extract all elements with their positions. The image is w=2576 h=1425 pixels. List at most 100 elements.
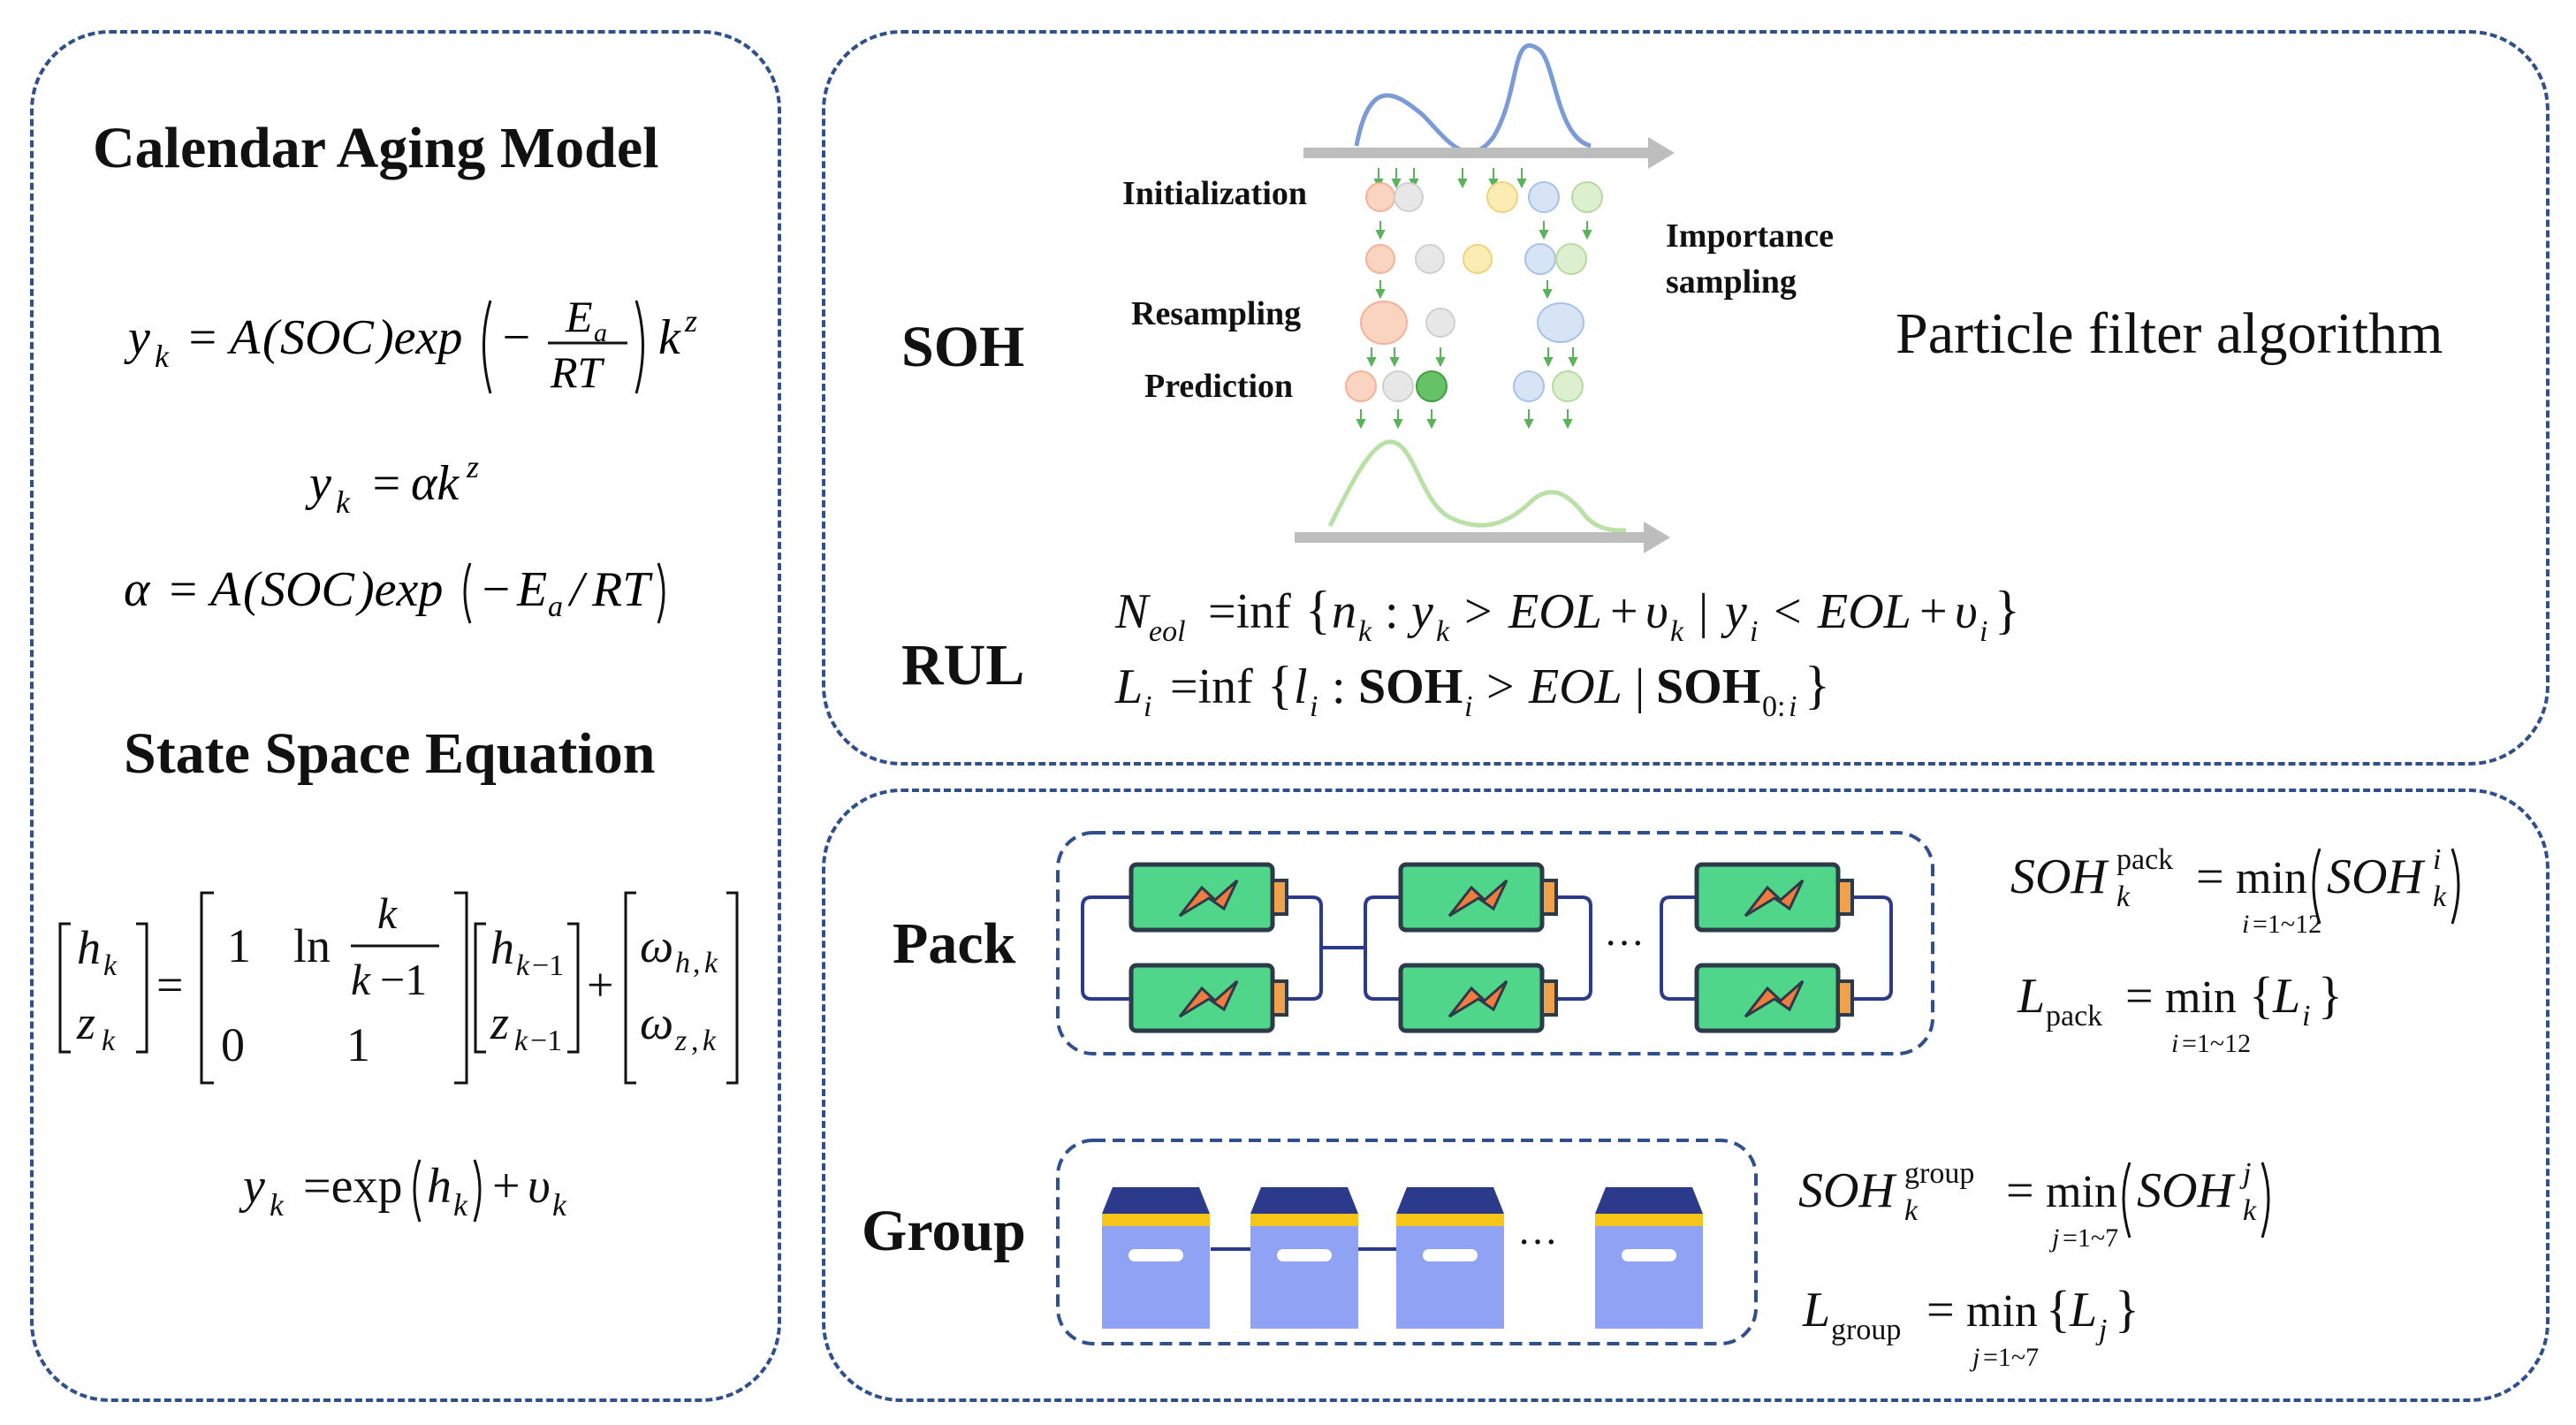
group-ellipsis: ··· xyxy=(1517,1219,1558,1264)
svg-text:pack: pack xyxy=(2046,1000,2102,1033)
svg-text:min: min xyxy=(2236,853,2307,903)
storage-box-4 xyxy=(1595,1187,1703,1329)
battery-cell-6 xyxy=(1694,963,1854,1033)
svg-text:k: k xyxy=(351,955,371,1004)
svg-text:L: L xyxy=(1802,1283,1830,1337)
particles-row-3 xyxy=(1360,301,1584,345)
svg-text:=: = xyxy=(369,456,403,511)
svg-text:{: { xyxy=(1305,581,1331,639)
svg-text:0: 0 xyxy=(221,1018,245,1071)
svg-text:i: i xyxy=(1464,690,1472,723)
svg-text:,: , xyxy=(691,1025,699,1057)
svg-text:}: } xyxy=(2318,966,2343,1024)
svg-text:,: , xyxy=(693,947,701,979)
svg-text:L: L xyxy=(2017,969,2045,1024)
initialization-label: Initialization xyxy=(1122,175,1308,212)
calendar-aging-title: Calendar Aging Model xyxy=(93,116,659,180)
svg-text:α: α xyxy=(124,562,151,617)
particles-row-4 xyxy=(1345,370,1584,402)
arrow-row-3 xyxy=(1375,280,1553,300)
svg-text:min: min xyxy=(2165,972,2237,1023)
top-arrow-head xyxy=(1648,137,1675,169)
svg-text:RT: RT xyxy=(550,347,605,397)
svg-text:L: L xyxy=(2272,969,2300,1024)
svg-text:min: min xyxy=(1966,1286,2038,1337)
svg-text::: : xyxy=(1385,584,1399,639)
svg-text:k: k xyxy=(336,484,351,520)
battery-cell-3 xyxy=(1398,862,1558,933)
svg-text:SOH: SOH xyxy=(1798,1163,1896,1218)
state-space-title: State Space Equation xyxy=(124,721,656,786)
svg-text:pack: pack xyxy=(2116,843,2173,876)
svg-text:|: | xyxy=(1698,584,1708,639)
svg-text:/: / xyxy=(567,562,588,617)
svg-text:k: k xyxy=(1904,1194,1919,1227)
group-equations: SOH group k = min j=1~7 SOH j k L group … xyxy=(1798,1157,2270,1372)
svg-text:eol: eol xyxy=(1149,615,1186,648)
svg-text:>: > xyxy=(1464,584,1493,639)
svg-text:h: h xyxy=(490,921,514,974)
svg-text:υ: υ xyxy=(1645,584,1668,639)
pack-equations: SOH pack k = min i=1~12 SOH i k L pack =… xyxy=(2010,843,2460,1058)
svg-text:SOC: SOC xyxy=(280,310,374,365)
svg-text:k: k xyxy=(102,1025,116,1057)
svg-text:EOL: EOL xyxy=(1508,584,1602,639)
svg-text:A: A xyxy=(226,310,261,365)
svg-text:1: 1 xyxy=(346,1018,370,1071)
svg-text:(: ( xyxy=(243,562,262,617)
svg-text:E: E xyxy=(565,292,593,341)
aging-equation-1-render: y k = A ( SOC )exp − E a RT k z xyxy=(124,292,697,397)
bottom-arrow-head xyxy=(1644,522,1670,553)
svg-text:n: n xyxy=(1332,584,1356,639)
svg-text::: : xyxy=(1332,659,1346,714)
svg-text:=: = xyxy=(2125,969,2154,1024)
svg-text:i: i xyxy=(2242,910,2249,939)
svg-text:group: group xyxy=(1904,1157,1974,1190)
svg-text:k: k xyxy=(103,949,118,982)
svg-text:i: i xyxy=(2433,843,2441,876)
storage-box-2 xyxy=(1250,1187,1358,1329)
battery-pack-diagram: ··· xyxy=(1056,831,1934,1055)
svg-text:k: k xyxy=(1436,615,1450,648)
svg-text:=1~7: =1~7 xyxy=(1983,1343,2039,1372)
svg-text:ω: ω xyxy=(640,996,673,1049)
svg-text:i: i xyxy=(1144,690,1151,723)
arrow-row-4 xyxy=(1366,347,1578,368)
svg-text:=: = xyxy=(166,562,200,617)
svg-text:j: j xyxy=(2048,1223,2059,1253)
pack-group-panel xyxy=(822,789,2549,1402)
svg-text:z: z xyxy=(490,996,509,1049)
arrow-row-5 xyxy=(1356,409,1573,430)
svg-text:+: + xyxy=(587,958,613,1011)
svg-text:a: a xyxy=(548,591,563,623)
svg-text:EOL: EOL xyxy=(1817,584,1911,639)
svg-text:h: h xyxy=(427,1159,452,1214)
svg-text:αk: αk xyxy=(411,456,460,511)
svg-text:=: = xyxy=(186,310,219,365)
svg-text:k: k xyxy=(703,1025,717,1057)
svg-text:RT: RT xyxy=(591,562,653,617)
prior-distribution-curve xyxy=(1354,43,1592,155)
svg-text:<: < xyxy=(1774,584,1802,639)
svg-text:k: k xyxy=(658,310,681,365)
pack-label: Pack xyxy=(893,911,1016,976)
svg-text:EOL: EOL xyxy=(1528,659,1622,714)
soh-label: SOH xyxy=(901,315,1025,379)
battery-cell-1 xyxy=(1128,862,1288,933)
resampling-label: Resampling xyxy=(1131,295,1302,332)
svg-text:+: + xyxy=(492,1159,521,1214)
svg-text:}: } xyxy=(1995,581,2020,639)
svg-text:(: ( xyxy=(262,310,282,365)
pack-ellipsis: ··· xyxy=(1604,920,1645,965)
importance-sampling-label-2: sampling xyxy=(1666,263,1797,301)
svg-text:−1: −1 xyxy=(380,955,427,1004)
svg-text:h: h xyxy=(77,921,101,974)
svg-text:k: k xyxy=(514,1025,528,1057)
svg-text:y: y xyxy=(1721,584,1747,639)
svg-text:=1~7: =1~7 xyxy=(2063,1223,2118,1253)
svg-text:k: k xyxy=(270,1187,285,1223)
svg-text:=1~12: =1~12 xyxy=(2182,1029,2251,1058)
svg-text:h: h xyxy=(675,947,690,979)
